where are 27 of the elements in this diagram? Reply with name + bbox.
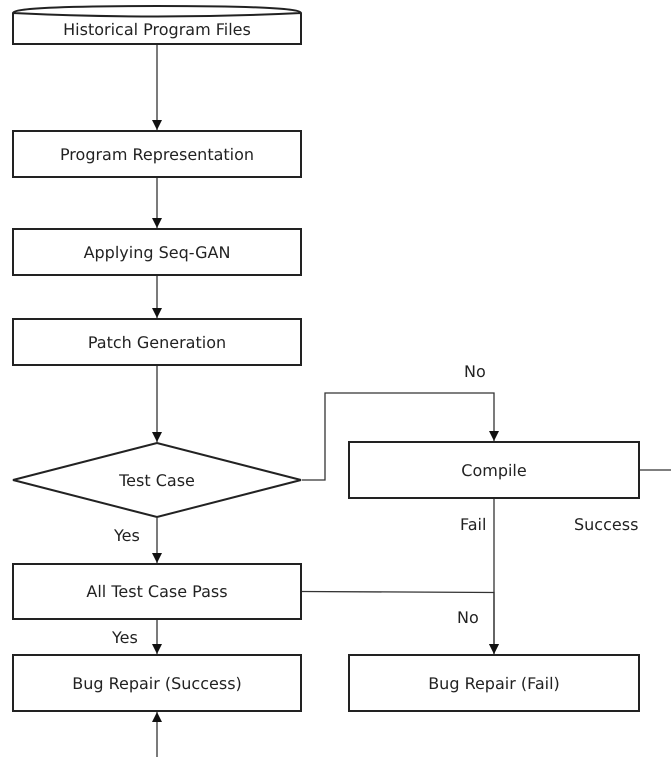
process-box	[12, 318, 302, 366]
node-label: Bug Repair (Fail)	[428, 674, 560, 692]
node-label: All Test Case Pass	[86, 582, 228, 601]
decision-diamond	[12, 442, 302, 518]
node-label: Compile	[461, 460, 527, 480]
process-box	[348, 441, 640, 499]
process-box	[12, 654, 302, 712]
arrow	[152, 178, 162, 228]
arrow	[302, 590, 499, 654]
process-box	[12, 228, 302, 276]
arrow	[152, 366, 162, 442]
node-label: Applying Seq-GAN	[84, 242, 230, 262]
arrow	[152, 620, 162, 654]
arrow	[302, 392, 499, 481]
node-label: Patch Generation	[88, 332, 226, 352]
node-label: Historical Program Files	[63, 20, 251, 38]
process-box	[12, 563, 302, 620]
arrow	[152, 45, 162, 130]
node-label: Test Case	[119, 470, 195, 490]
arrow	[152, 712, 162, 757]
process-box	[12, 130, 302, 178]
node-label: Bug Repair (Success)	[72, 674, 242, 692]
node-label: Program Representation	[60, 144, 254, 164]
arrow	[152, 518, 162, 563]
arrow	[152, 276, 162, 318]
storage-shape	[12, 5, 302, 45]
process-box	[348, 654, 640, 712]
